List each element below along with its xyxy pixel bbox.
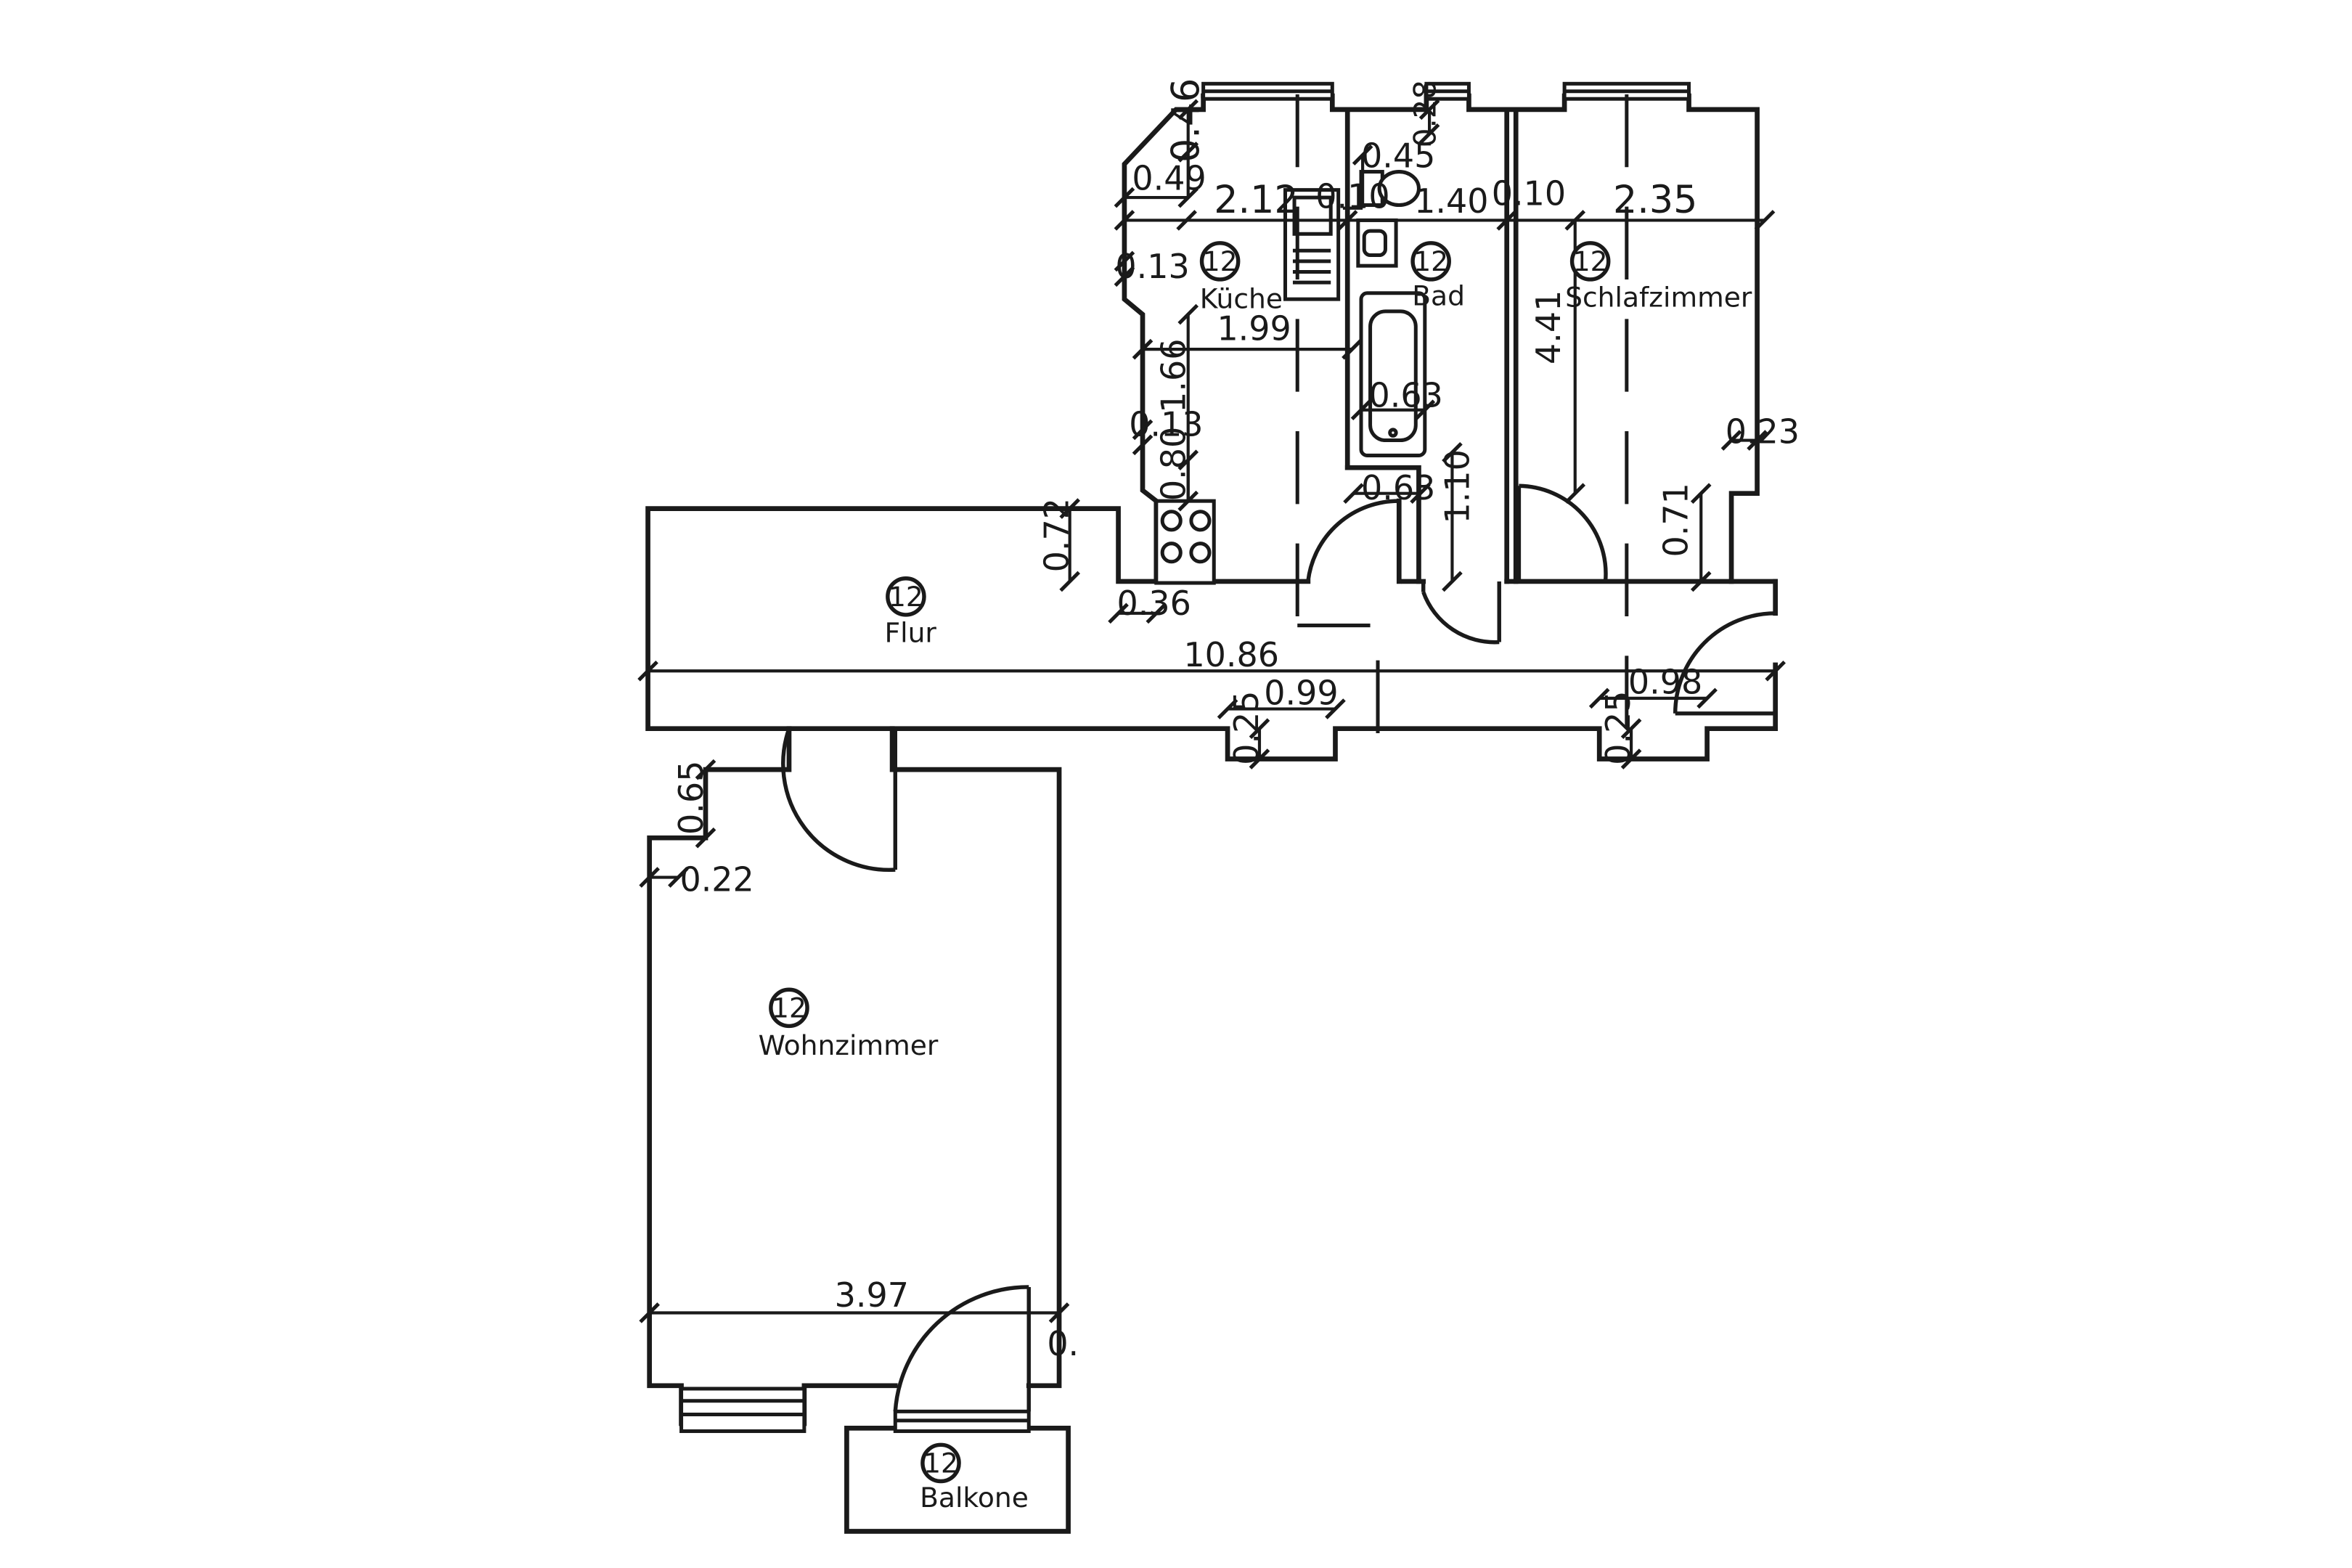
dim-label: 0.63 (1368, 376, 1442, 415)
dim-label: 0.99 (1264, 673, 1338, 712)
section-lines (1295, 94, 1629, 767)
room-number: 12 (1203, 245, 1238, 277)
dim-label: 0.46 (1164, 78, 1208, 163)
window-living (679, 1387, 807, 1434)
room-schlafzimmer: 12 Schlafzimmer (1565, 241, 1752, 314)
room-name: Flur (884, 617, 936, 649)
room-name: Bad (1412, 280, 1465, 312)
dim-label: 0.36 (1116, 584, 1191, 623)
dim-label: 1.10 (1437, 449, 1477, 523)
door-kitchen-swing (1306, 499, 1400, 582)
room-labels: 12 Küche 12 Bad 12 Schlafzimmer 12 Flur … (759, 241, 1752, 1514)
room-name: Schlafzimmer (1565, 282, 1752, 314)
room-number-circle (769, 987, 809, 1029)
room-number-circle (886, 576, 926, 617)
dim-label: 1.66 (1154, 339, 1193, 413)
fixtures (1154, 170, 1427, 585)
top-wall (1201, 93, 1760, 584)
dim-label: 0.10 (1492, 174, 1566, 213)
door-balcony-swing (893, 1285, 1029, 1412)
dim-label: 2.35 (1613, 179, 1697, 222)
dimension-lines (648, 109, 1776, 1351)
door-bath-swing (1421, 581, 1500, 645)
dimension-labels: 0.46 0.28 0.45 0.49 2.12 0.10 1.40 0.10 … (671, 78, 1800, 1363)
corridor-top-wall (645, 506, 1779, 761)
living-room-right-wall (889, 726, 1062, 1389)
room-number: 12 (772, 992, 807, 1024)
room-kueche: 12 Küche (1199, 241, 1283, 315)
dim-label: 0.71 (1656, 483, 1695, 557)
room-number-circle (1410, 241, 1451, 282)
bath-wall (1344, 465, 1421, 584)
dim-label: 0.98 (1628, 663, 1702, 702)
room-bad: 12 Bad (1410, 241, 1465, 312)
stove (1154, 499, 1216, 585)
room-number-circle (1569, 241, 1611, 282)
room-name: Küche (1200, 283, 1283, 315)
dim-label: 3.97 (835, 1275, 909, 1315)
room-name: Balkone (920, 1482, 1029, 1514)
door-bedroom-swing (1519, 483, 1608, 582)
room-number-circle (920, 1442, 961, 1484)
bathtub (1359, 291, 1427, 457)
room-number: 12 (923, 1447, 958, 1479)
dim-label: 0.23 (1726, 412, 1800, 452)
dim-label: 0.28 (1407, 80, 1442, 147)
door-entry-swing (1673, 611, 1776, 714)
dim-label: 0.13 (1129, 404, 1203, 444)
dim-label: 0.13 (1115, 247, 1189, 286)
balcony-outline (844, 1425, 1071, 1534)
dim-label: 0.10 (1315, 177, 1389, 216)
dim-label: 0.72 (1037, 498, 1077, 572)
dim-label: 10.86 (1183, 635, 1279, 674)
dim-label: 0. (1047, 1324, 1079, 1363)
room-name: Wohnzimmer (759, 1029, 939, 1061)
room-balkone: 12 Balkone (920, 1442, 1029, 1514)
doors (781, 483, 1776, 1412)
dim-label: 0.65 (671, 761, 711, 835)
dim-label: 2.12 (1214, 179, 1298, 222)
dim-label: 1.99 (1217, 309, 1291, 348)
door-living-swing (781, 727, 896, 873)
dim-label: 0.49 (1132, 159, 1206, 198)
room-flur: 12 Flur (884, 576, 936, 649)
kitchen-wall (1122, 93, 1206, 584)
dim-label: 0.45 (1361, 136, 1435, 175)
dim-label: 0.25 (1227, 691, 1266, 765)
room-wohnzimmer: 12 Wohnzimmer (759, 987, 939, 1061)
dim-label: 1.40 (1414, 181, 1488, 221)
dim-label: 0.63 (1361, 468, 1435, 507)
dim-label: 0.22 (679, 859, 754, 899)
room-number-circle (1199, 241, 1241, 282)
dim-label: 0.25 (1598, 691, 1638, 765)
dim-label: 0.80 (1154, 427, 1193, 501)
room-number: 12 (889, 581, 923, 613)
toilet-bowl (1377, 170, 1421, 208)
room-number: 12 (1573, 245, 1608, 277)
dim-label: 4.41 (1529, 290, 1568, 364)
room-number: 12 (1413, 245, 1448, 277)
windows (679, 81, 1691, 1434)
dimension-ticks (637, 99, 1786, 1323)
